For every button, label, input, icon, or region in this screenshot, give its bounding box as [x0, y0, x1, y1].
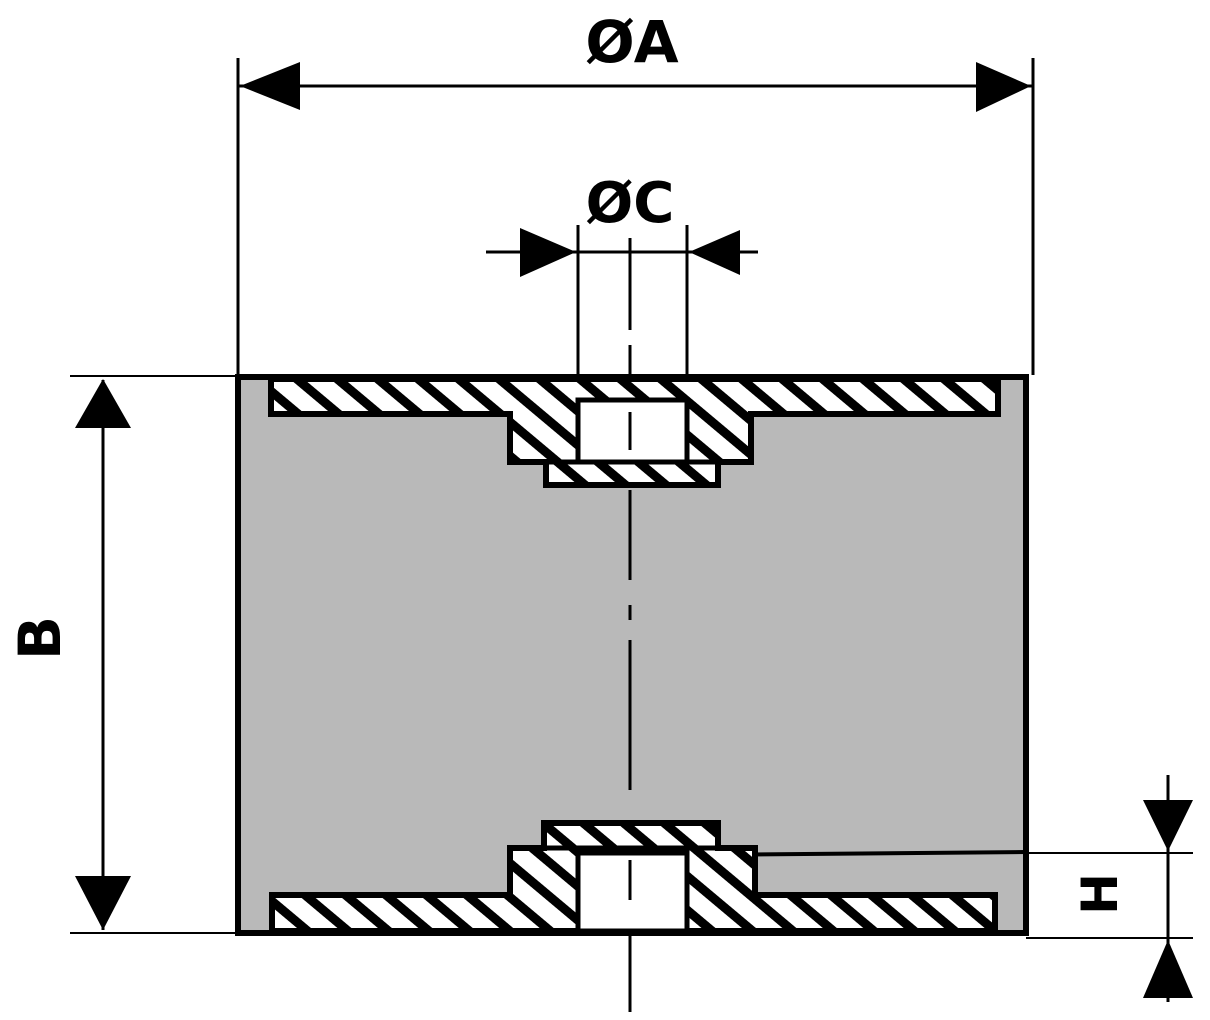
dimension-h: H — [1026, 775, 1193, 1002]
arrow-down-icon — [1143, 800, 1193, 851]
bottom-thread-hole — [575, 850, 690, 934]
dimension-b-label: B — [6, 616, 74, 660]
arrow-up-icon — [1143, 940, 1193, 998]
arrow-up-icon — [75, 379, 131, 428]
dimension-a-label: ØA — [585, 8, 678, 76]
bottom-insert — [269, 820, 998, 934]
dimension-c-label: ØC — [586, 171, 675, 236]
dimension-c: ØC — [486, 171, 758, 377]
dimension-h-label: H — [1071, 873, 1129, 915]
dimension-b: B — [6, 375, 236, 934]
top-insert — [268, 376, 1001, 488]
arrow-right-icon — [976, 62, 1031, 112]
arrow-left-icon — [689, 230, 740, 275]
top-thread-hole — [575, 397, 690, 465]
arrow-right-icon — [520, 228, 576, 277]
dimension-a: ØA — [236, 8, 1035, 375]
arrow-down-icon — [75, 876, 131, 930]
arrow-left-icon — [240, 62, 300, 110]
